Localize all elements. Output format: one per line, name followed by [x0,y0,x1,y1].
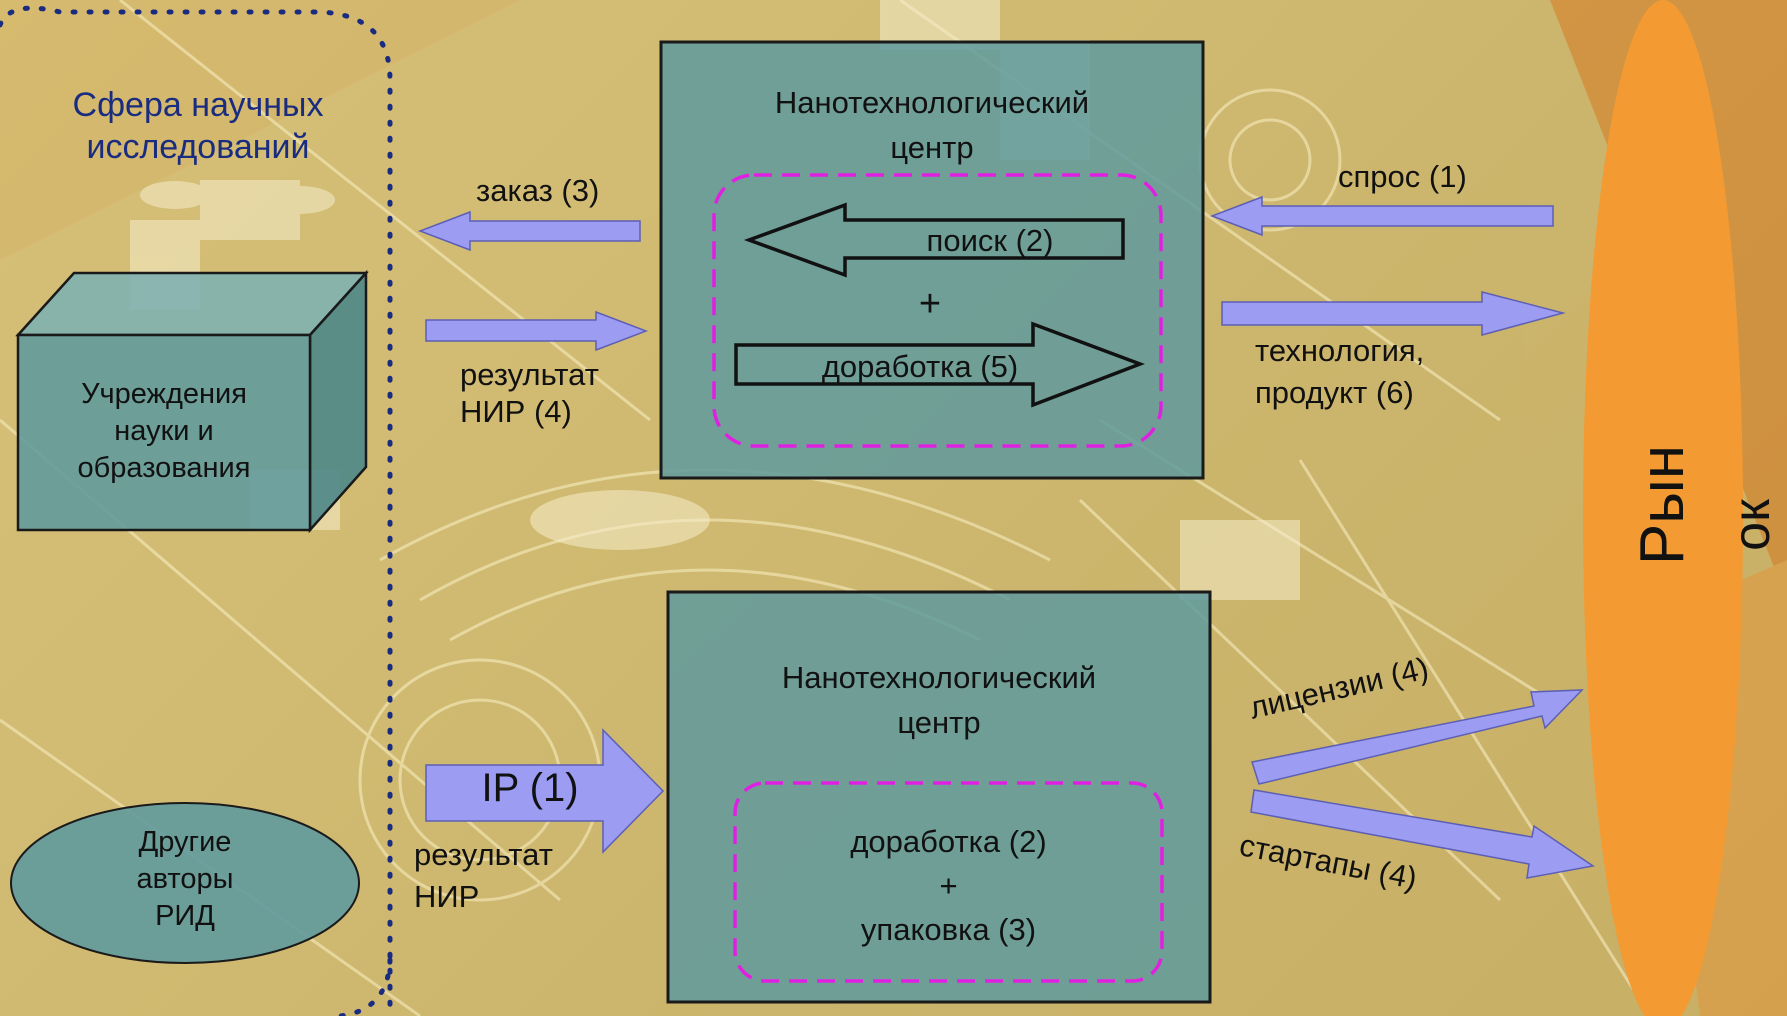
search-arrow [743,202,1125,278]
center-bottom-steps: доработка (2) + упаковка (3) [735,820,1162,952]
other-authors-ellipse [10,802,360,964]
startups-arrow [1250,789,1595,879]
other-authors-label-line3: РИД [155,900,215,932]
center-bottom-dashed-box [733,781,1164,983]
licenses-arrow [1251,689,1584,785]
institutions-label-line1: Учреждения [81,378,247,410]
center-top-plus: + [918,283,942,325]
other-authors-label-line1: Другие [138,826,232,858]
institutions-cube [15,269,369,534]
research-result-arrow [425,310,649,352]
center-bottom-plus: + [939,868,958,903]
center-bottom-refinement: доработка (2) [850,824,1047,859]
institutions-label-line2: науки и [114,415,214,447]
center-top-title-line1: Нанотехнологический [774,85,1090,120]
center-bottom-title: Нанотехнологический центр [668,655,1210,745]
technology-label-line2: продукт (6) [1255,375,1414,410]
market-label-part2: ок [1723,499,1781,551]
center-top-title-line2: центр [890,130,974,165]
science-sphere-boundary-bottom [337,957,393,1016]
center-top-box [659,40,1205,480]
ip-label: IP (1) [481,766,579,810]
institutions-label: Учреждения науки и образования [18,376,310,487]
market-label-part1: Рын [1628,444,1697,566]
demand-arrow [1209,195,1554,237]
institutions-label-line3: образования [77,452,251,484]
center-bottom-title-line2: центр [897,705,981,740]
order-arrow [417,210,641,252]
market-ellipse [1583,0,1743,1016]
other-authors-label: Другие авторы РИД [60,824,310,935]
result-nir-label-line1: результат [414,837,553,872]
technology-label: технология, продукт (6) [1255,330,1424,414]
science-sphere-title: Сфера научных исследований [38,84,358,168]
science-sphere-boundary [0,5,393,1016]
result-nir-label-line2: НИР [414,879,480,914]
center-bottom-title-line1: Нанотехнологический [781,660,1097,695]
demand-label: спрос (1) [1338,159,1467,194]
refinement-label: доработка (5) [821,349,1019,384]
technology-arrow [1221,291,1566,336]
refinement-arrow [734,321,1145,408]
science-sphere-title-line2: исследований [86,128,310,166]
research-result-label: результат НИР (4) [460,356,599,430]
research-result-label-line1: результат [460,357,599,392]
order-label: заказ (3) [476,173,600,208]
center-bottom-packaging: упаковка (3) [860,912,1037,947]
science-sphere-title-line1: Сфера научных [72,86,324,124]
center-bottom-box [666,590,1212,1004]
technology-label-line1: технология, [1255,333,1425,368]
research-result-label-line2: НИР (4) [460,394,572,429]
center-top-title: Нанотехнологический центр [661,80,1203,170]
center-top-dashed-box [712,173,1163,448]
search-label: поиск (2) [926,223,1054,258]
other-authors-label-line2: авторы [136,863,234,895]
ip-arrow [425,728,665,854]
result-nir-label: результат НИР [414,834,553,918]
